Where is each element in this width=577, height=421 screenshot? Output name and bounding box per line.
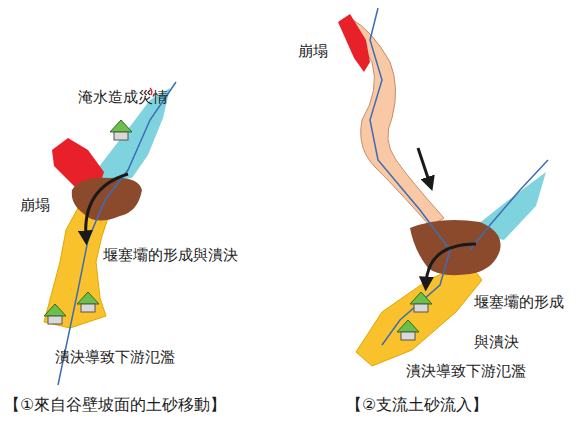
- tributary: [470, 160, 548, 250]
- annotation-label: 堰塞壩的形成 與潰決: [474, 282, 570, 362]
- downstream-flood: [44, 206, 112, 328]
- flow-arrow: [426, 244, 476, 284]
- house-icon: [77, 292, 99, 312]
- panel-caption: 【②支流土砂流入】: [346, 396, 488, 414]
- annotation-label: 崩塌: [20, 196, 50, 214]
- house-icon: [44, 304, 66, 324]
- annotation-label: 崩塌: [298, 42, 328, 60]
- annotation-label: 堰塞壩的形成與潰決: [103, 246, 238, 264]
- flow-arrow: [418, 148, 430, 184]
- annotation-label: 潰決導致下游氾濫: [406, 362, 526, 380]
- collapse-area: [338, 14, 370, 72]
- river: [370, 8, 450, 345]
- house-icon: [397, 320, 419, 340]
- panel-caption: 【①來自谷壁坡面的土砂移動】: [4, 396, 226, 414]
- river: [58, 82, 176, 385]
- annotation-label: 淹水造成災情: [78, 88, 168, 106]
- flow-arrow: [86, 174, 128, 238]
- annotation-label: 潰決導致下游氾濫: [55, 348, 175, 366]
- house-icon: [410, 292, 432, 312]
- house-icon: [110, 120, 132, 140]
- downstream-flood: [356, 262, 482, 366]
